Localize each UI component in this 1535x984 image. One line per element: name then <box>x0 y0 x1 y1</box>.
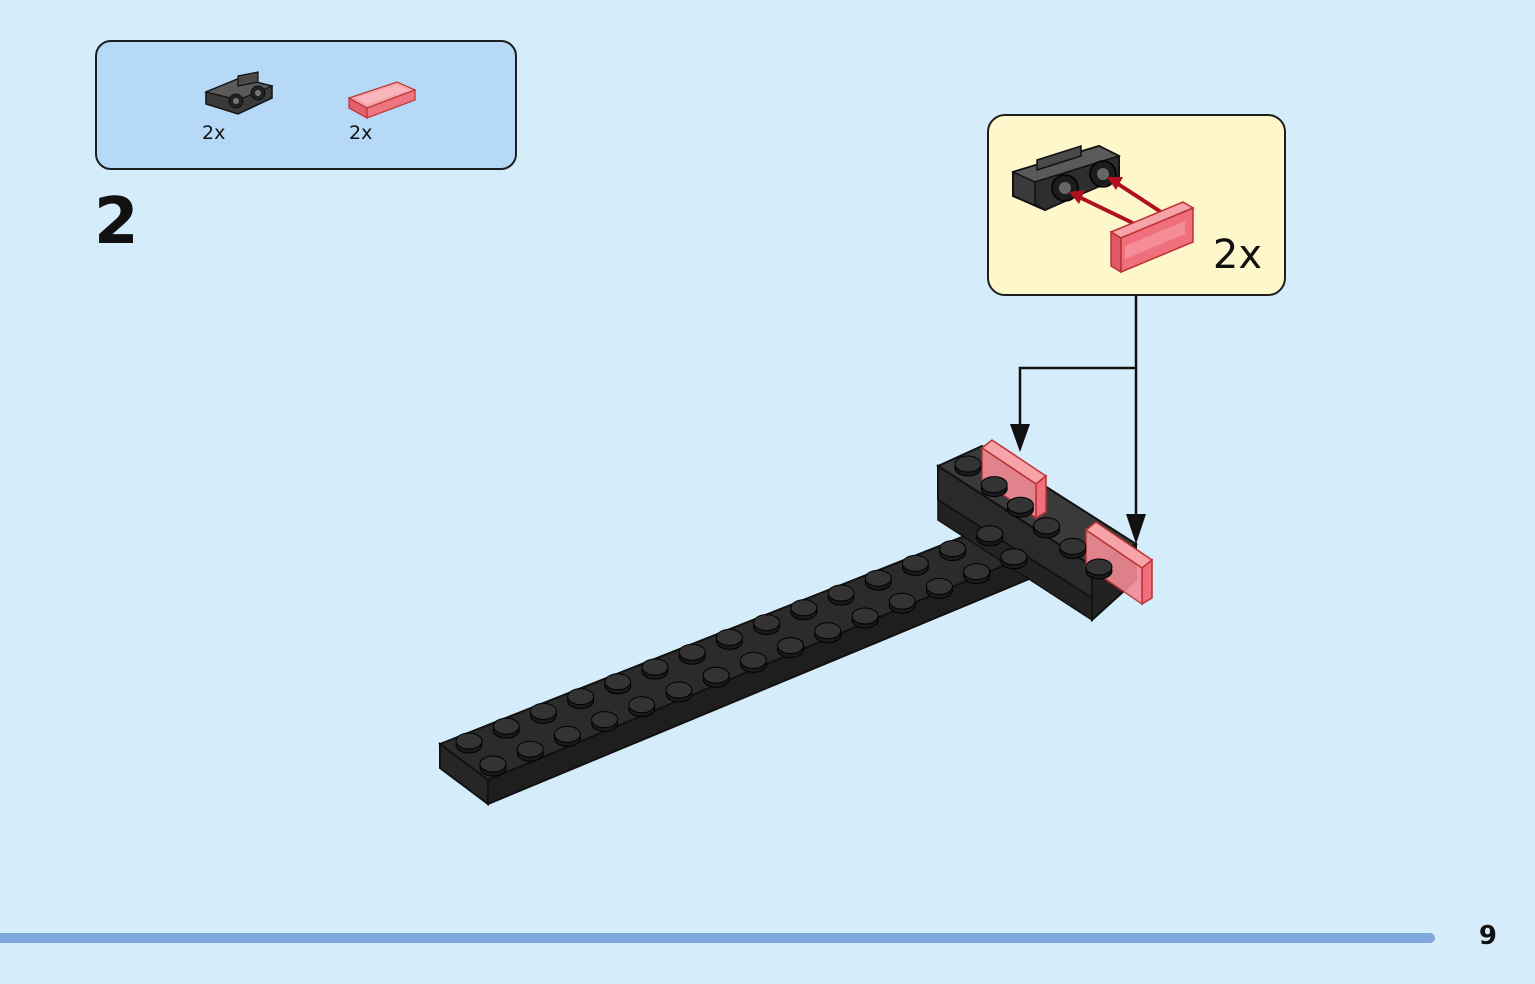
stud <box>604 673 632 695</box>
stud <box>963 563 991 585</box>
stud <box>479 755 507 777</box>
stud <box>1000 548 1028 570</box>
stud <box>976 525 1004 547</box>
stud <box>901 554 929 576</box>
trans-red-tile <box>980 439 1048 520</box>
stud <box>925 577 953 599</box>
stud <box>1033 517 1061 539</box>
stud <box>702 666 730 688</box>
sub-assembly-callout: 2x <box>987 114 1286 296</box>
stud <box>739 651 767 673</box>
stud <box>777 637 805 659</box>
stud <box>827 584 855 606</box>
stud <box>1059 537 1087 559</box>
bracket-piece-icon <box>200 70 274 120</box>
pointer-line <box>1018 296 1138 428</box>
stud <box>753 614 781 636</box>
studs <box>455 455 1113 777</box>
step-number: 2 <box>94 185 139 259</box>
page-number: 9 <box>1478 921 1497 951</box>
stud <box>851 607 879 629</box>
stud <box>954 455 982 477</box>
stud <box>628 696 656 718</box>
stud <box>1006 496 1034 518</box>
sub-assembly-illustration <box>1010 144 1195 274</box>
stud <box>790 599 818 621</box>
stud <box>455 732 483 754</box>
stud <box>1085 558 1113 580</box>
stud <box>529 702 557 724</box>
stud <box>980 476 1008 498</box>
stud <box>814 622 842 644</box>
pointer-arrowhead <box>1126 514 1146 544</box>
sub-assembly-quantity: 2x <box>1212 232 1262 278</box>
stud <box>864 569 892 591</box>
stud <box>492 717 520 739</box>
stud <box>678 643 706 665</box>
stud <box>641 658 669 680</box>
part-quantity: 2x <box>202 122 226 144</box>
stud <box>553 725 581 747</box>
stud <box>591 711 619 733</box>
stud <box>888 592 916 614</box>
trans-red-tile-icon <box>347 76 419 122</box>
pointer-arrowhead <box>1010 424 1030 452</box>
stud <box>715 628 743 650</box>
parts-list-box: 2x 2x <box>95 40 517 170</box>
part-quantity: 2x <box>349 122 373 144</box>
stud <box>567 688 595 710</box>
footer-bar <box>0 933 1435 943</box>
stud <box>665 681 693 703</box>
trans-red-tile <box>1084 521 1154 606</box>
stud <box>516 740 544 762</box>
stud <box>939 540 967 562</box>
